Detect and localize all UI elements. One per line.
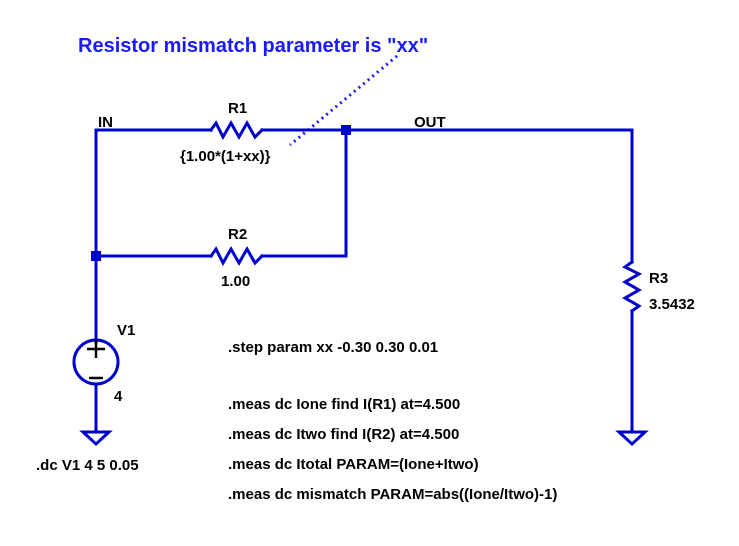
wire-r2-out — [260, 128, 348, 258]
resistor-r1[interactable] — [208, 119, 265, 141]
wire-r1-out-r3 — [260, 128, 634, 264]
plus-icon — [87, 340, 105, 358]
r3-name: R3 — [649, 270, 668, 287]
r1-name: R1 — [228, 100, 247, 117]
net-label-out: OUT — [414, 114, 446, 131]
dc-directive: .dc V1 4 5 0.05 — [36, 457, 139, 474]
r2-name: R2 — [228, 226, 247, 243]
ground-icon-left — [79, 430, 113, 447]
meas-directive: .meas dc Itotal PARAM=(Ione+Itwo) — [228, 456, 479, 473]
step-directive: .step param xx -0.30 0.30 0.01 — [228, 339, 438, 356]
v1-name: V1 — [117, 322, 135, 339]
net-label-in: IN — [98, 114, 113, 131]
meas-directive: .meas dc mismatch PARAM=abs((Ione/Itwo)-… — [228, 486, 557, 503]
junction-out — [341, 125, 351, 135]
r2-value: 1.00 — [221, 273, 250, 290]
meas-directive: .meas dc Ione find I(R1) at=4.500 — [228, 396, 460, 413]
resistor-r3[interactable] — [621, 259, 643, 314]
v1-value: 4 — [114, 388, 123, 405]
junction-left — [91, 251, 101, 261]
r1-value: {1.00*(1+xx)} — [180, 148, 271, 165]
resistor-r2[interactable] — [208, 245, 265, 267]
meas-directive: .meas dc Itwo find I(R2) at=4.500 — [228, 426, 459, 443]
ground-icon-right — [615, 430, 649, 447]
r3-value: 3.5432 — [649, 296, 695, 313]
annotation-title: Resistor mismatch parameter is "xx" — [78, 35, 428, 57]
